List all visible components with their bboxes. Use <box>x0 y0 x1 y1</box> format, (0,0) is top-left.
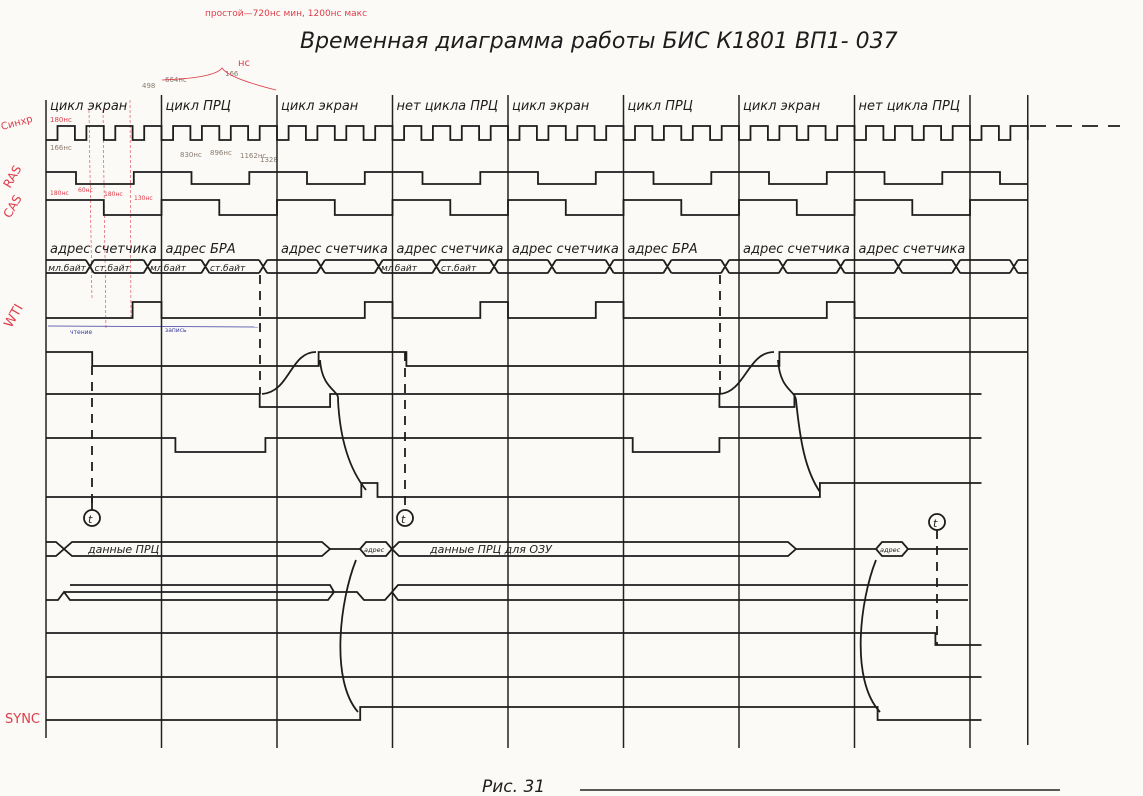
cycle-headers: цикл экран адрес счетчика цикл ПРЦ адрес БР… <box>50 99 965 257</box>
pencil-note: 180нс <box>50 116 72 124</box>
bus-label-data-prc: данные ПРЦ <box>87 543 160 556</box>
ras-waveform <box>46 171 1028 185</box>
waveforms <box>46 125 1120 721</box>
cycle-header: цикл ПРЦ <box>628 99 693 114</box>
bus-label-addr: адрес <box>880 546 901 554</box>
cycle-boundaries <box>45 95 1029 748</box>
pencil-note: 896нс <box>210 149 232 157</box>
red-annotation: простой—720нс мин, 1200нс макс <box>205 9 367 19</box>
causal-arrows <box>91 275 938 713</box>
blue-note-read: чтение <box>70 329 93 336</box>
cycle-header: цикл экран <box>50 99 128 114</box>
bus-segment-label: ст.байт <box>210 264 246 274</box>
pencil-note: нс <box>238 58 250 69</box>
cycle-header: нет цикла ПРЦ <box>859 99 960 114</box>
pencil-notes: 180нс 166нс 830нс 896нс 1162нс 1328 498 … <box>47 58 278 336</box>
pencil-note: 1328 <box>260 156 278 164</box>
sync-waveform <box>46 706 982 721</box>
bus-segment-label: ст.байт <box>95 264 131 274</box>
cycle-header: цикл экран <box>512 99 590 114</box>
pencil-note: 830нс <box>180 151 202 159</box>
pencil-note: 130нс <box>134 195 153 202</box>
address-label: адрес счетчика <box>397 242 504 257</box>
address-label: адрес счетчика <box>512 242 619 257</box>
label-wti: WTI <box>1 302 26 331</box>
pencil-note: 1162нс <box>240 152 266 160</box>
clock-waveform <box>46 125 1029 141</box>
wti-waveform <box>46 301 1028 319</box>
timing-mark-circle <box>928 513 946 531</box>
pencil-note: 166 <box>225 70 239 78</box>
timing-mark-circle <box>83 509 101 527</box>
cycle-header: цикл экран <box>281 99 359 114</box>
bus-segment-label: мл <box>150 264 163 274</box>
s7-waveform <box>46 351 1028 367</box>
data-bus: данные ПРЦ адрес данные ПРЦ для ОЗУ адре… <box>46 541 968 601</box>
s12-waveform <box>46 632 982 646</box>
pencil-note: 664нс <box>165 76 187 84</box>
timing-mark-circle <box>396 509 414 527</box>
bus-segment-label: ст.байт <box>441 264 477 274</box>
cas-waveform <box>46 199 1028 216</box>
timing-mark: t <box>933 517 938 530</box>
address-label: адрес счетчика <box>281 242 388 257</box>
diagram-title: Временная диаграмма работы БИС К1801 ВП1… <box>300 29 898 54</box>
timing-mark: t <box>88 513 93 526</box>
label-cas: CAS <box>0 192 24 220</box>
label-clk: Синхр <box>0 114 34 133</box>
address-label: адрес счетчика <box>50 242 157 257</box>
cycle-header: цикл экран <box>743 99 821 114</box>
cycle-header: цикл ПРЦ <box>166 99 231 114</box>
address-label: адрес БРА <box>628 242 698 257</box>
pencil-note: 498 <box>142 82 155 90</box>
address-label: адрес БРА <box>166 242 236 257</box>
pencil-note: 60нс <box>78 187 93 194</box>
cycle-header: нет цикла ПРЦ <box>397 99 498 114</box>
label-ras: RAS <box>0 163 24 191</box>
s10-waveform <box>46 482 982 498</box>
address-label: адрес счетчика <box>859 242 966 257</box>
s9-waveform <box>46 437 982 453</box>
label-sync: SYNC <box>5 712 40 727</box>
figure-caption: Рис. 31 <box>482 777 545 796</box>
pencil-note: 166нс <box>50 144 72 152</box>
bus-segment-label: байт <box>395 264 418 274</box>
address-label: адрес счетчика <box>743 242 850 257</box>
pencil-note: 180нс <box>50 190 69 197</box>
s8-waveform <box>46 393 982 408</box>
bus-segment-label: мл <box>381 264 394 274</box>
address-bus-waveform <box>46 259 1028 274</box>
bus-segment-label: мл.байт <box>48 264 86 274</box>
bus-label-addr: адрес <box>364 546 385 554</box>
pencil-note: 180нс <box>104 191 123 198</box>
blue-note-write: запись <box>165 327 187 334</box>
timing-marks: t t t <box>83 509 946 531</box>
bus-label-data-prc-ozu: данные ПРЦ для ОЗУ <box>429 543 553 556</box>
bus-segment-label: байт <box>164 264 187 274</box>
timing-mark: t <box>401 513 406 526</box>
